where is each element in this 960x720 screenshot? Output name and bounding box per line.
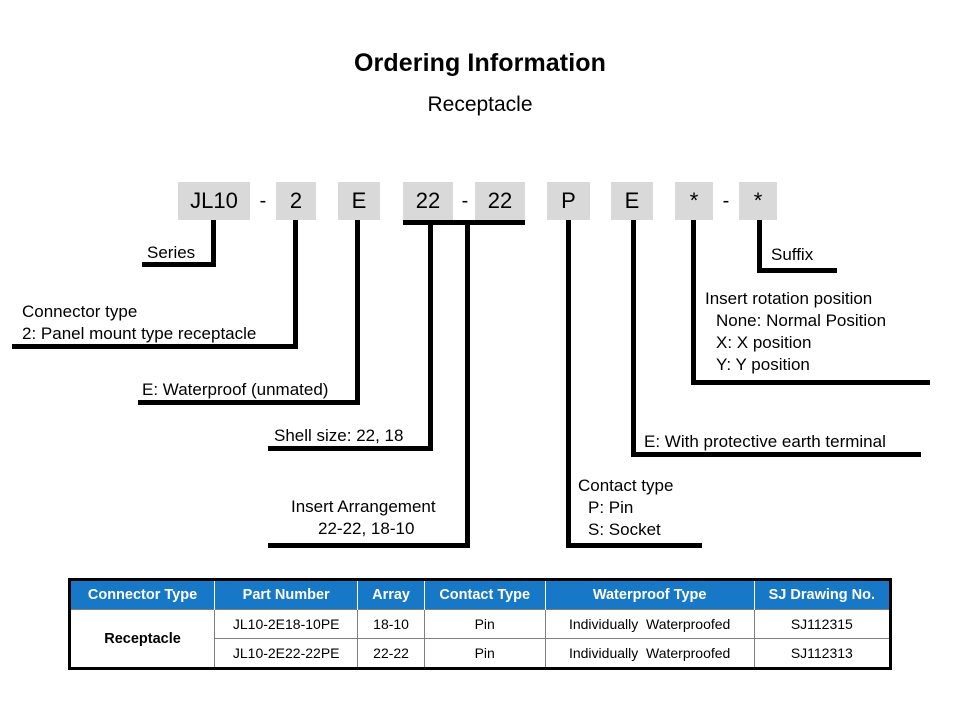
callout-insert-rotation-line3: X: X position — [716, 333, 812, 352]
code-box-waterproof: E — [338, 182, 380, 220]
code-separator-3: - — [722, 189, 730, 212]
code-box-earth-terminal: E — [611, 182, 653, 220]
code-box-contact-type: P — [547, 182, 590, 220]
cell-part-number: JL10-2E18-10PE — [214, 609, 359, 639]
code-separator-1: - — [259, 189, 267, 212]
callout-connector-type-line1: Connector type — [22, 302, 138, 321]
specification-table: Connector Type Part Number Array Contact… — [68, 578, 892, 670]
leader-connector-type-underline — [12, 344, 298, 349]
leader-insert-rotation-vertical — [691, 220, 696, 380]
callout-earth-terminal: E: With protective earth terminal — [644, 432, 886, 451]
column-header-waterproof-type: Waterproof Type — [545, 579, 755, 610]
callout-series: Series — [147, 243, 196, 262]
cell-sj-drawing-no: SJ112315 — [753, 609, 891, 639]
cell-connector-type-group: Receptacle — [69, 609, 216, 669]
cell-array: 22-22 — [357, 638, 425, 669]
code-box-connector-type: 2 — [276, 182, 316, 220]
column-header-sj-drawing-no: SJ Drawing No. — [754, 579, 891, 610]
column-header-array: Array — [357, 579, 425, 610]
column-header-part-number: Part Number — [214, 579, 359, 610]
cell-part-number: JL10-2E22-22PE — [214, 638, 359, 669]
leader-suffix-vertical — [757, 220, 762, 268]
leader-connector-type-vertical — [293, 220, 298, 344]
callout-contact-type-line3: S: Socket — [588, 520, 661, 539]
callout-connector-type-line2: 2: Panel mount type receptacle — [22, 324, 257, 343]
page-title: Ordering Information — [354, 49, 606, 77]
callout-shell-size: Shell size: 22, 18 — [274, 426, 404, 445]
callout-insert-rotation-line2: None: Normal Position — [716, 311, 887, 330]
code-box-insert-arrangement: 22 — [475, 182, 525, 220]
column-header-contact-type: Contact Type — [424, 579, 546, 610]
code-box-shell-size: 22 — [403, 182, 453, 220]
page-subtitle: Receptacle — [427, 93, 533, 116]
callout-insert-arrangement-line1: Insert Arrangement — [291, 497, 436, 516]
table-row: JL10-2E22-22PE 22-22 Pin Individually Wa… — [70, 638, 891, 669]
table-row: Receptacle JL10-2E18-10PE 18-10 Pin Indi… — [69, 609, 891, 669]
leader-earth-terminal-vertical — [631, 220, 636, 452]
callout-suffix: Suffix — [771, 245, 814, 264]
cell-contact-type: Pin — [423, 638, 546, 669]
leader-series-vertical — [211, 220, 216, 262]
table-header-row: Connector Type Part Number Array Contact… — [69, 579, 891, 610]
column-header-connector-type: Connector Type — [69, 579, 216, 610]
leader-contact-type-vertical — [566, 220, 571, 543]
leader-waterproof-underline — [138, 400, 360, 405]
leader-waterproof-vertical — [355, 220, 360, 400]
code-box-suffix: * — [739, 182, 777, 220]
leader-contact-type-underline — [566, 543, 702, 548]
leader-insert-bracket-horizontal — [403, 220, 525, 225]
callout-waterproof: E: Waterproof (unmated) — [142, 380, 329, 399]
leader-suffix-underline — [757, 268, 837, 273]
callout-contact-type-line1: Contact type — [578, 476, 674, 495]
leader-earth-terminal-underline — [631, 452, 921, 457]
cell-waterproof-type: Individually Waterproofed — [544, 638, 755, 669]
leader-insert-arrangement-vertical — [465, 220, 470, 543]
code-box-series: JL10 — [178, 182, 250, 220]
cell-sj-drawing-no: SJ112313 — [753, 638, 891, 669]
callout-insert-rotation-line4: Y: Y position — [716, 355, 810, 374]
callout-insert-rotation-line1: Insert rotation position — [705, 289, 873, 308]
callout-contact-type-line2: P: Pin — [588, 498, 634, 517]
cell-waterproof-type: Individually Waterproofed — [544, 609, 755, 639]
leader-shell-size-vertical — [428, 220, 433, 446]
leader-insert-rotation-underline — [691, 380, 930, 385]
code-box-insert-rotation: * — [675, 182, 713, 220]
leader-shell-size-underline — [268, 446, 433, 451]
cell-array: 18-10 — [357, 609, 425, 639]
leader-insert-arrangement-underline — [268, 543, 470, 548]
code-separator-2: - — [461, 189, 469, 212]
callout-insert-arrangement-line2: 22-22, 18-10 — [318, 519, 415, 538]
cell-contact-type: Pin — [423, 609, 546, 639]
leader-series-underline — [142, 262, 216, 267]
